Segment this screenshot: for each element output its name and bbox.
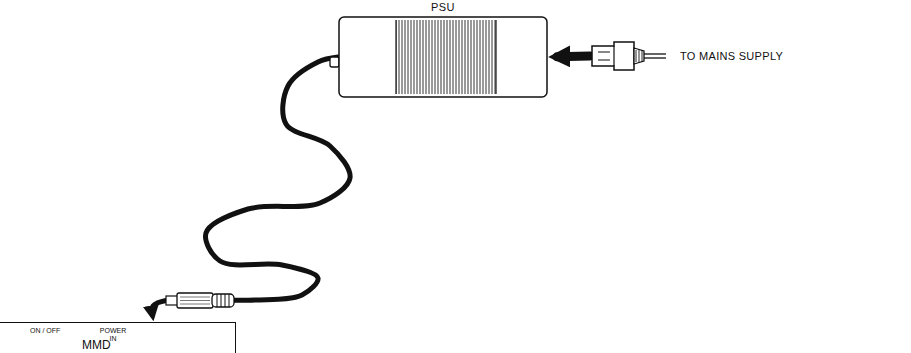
psu-body xyxy=(338,16,548,98)
power-cable xyxy=(152,57,350,315)
psu-casing xyxy=(338,16,548,98)
cable-ferrule xyxy=(330,57,339,67)
mains-plug: TO MAINS SUPPLY xyxy=(590,38,783,74)
cooling-ribs xyxy=(396,20,496,94)
supply-label: TO MAINS SUPPLY xyxy=(680,50,783,62)
insert-arrow xyxy=(557,52,590,62)
mmd-panel: ON / OFFPOWER INMMD xyxy=(0,322,236,353)
part-label: PSU xyxy=(338,0,548,16)
psu-outline xyxy=(339,17,547,97)
socket-label: ON / OFF xyxy=(30,327,60,335)
power-supply-unit: PSU xyxy=(338,0,548,98)
din-plug xyxy=(166,293,234,308)
iec-plug xyxy=(590,38,666,74)
unit-label: MMD xyxy=(82,339,111,352)
